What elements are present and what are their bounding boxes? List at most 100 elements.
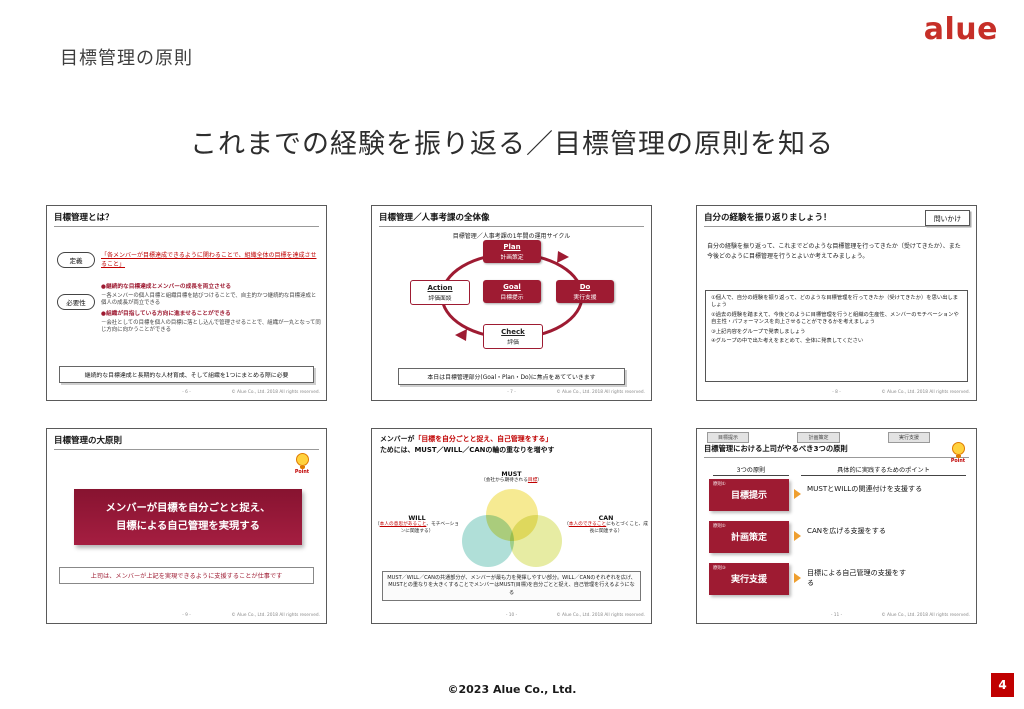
cycle-subtitle: 目標管理／人事考課の1年間の運用サイクル (452, 233, 571, 240)
can-label: CAN (598, 515, 614, 522)
list-item: ②過去の経験を踏まえて、今後どのように目標管理を行うと組織の生産性、メンバーのモ… (711, 311, 959, 326)
can-label-group: CAN （本人のできることにもとづくこと、成長に関連する） (563, 515, 649, 535)
list-item: ③上記内容をグループで発表しましょう (711, 328, 806, 335)
agenda-tab: 計画策定 (797, 432, 840, 443)
will-sub-pre: （ (374, 522, 380, 527)
slide-footer: - 10 - © Alue Co., Ltd. 2018 All rights … (378, 613, 645, 621)
slide-title: 目標管理の大原則 (54, 434, 319, 450)
title-red-part: 「目標を自分ごとと捉え、自己管理をする」 (414, 435, 553, 443)
slide-page-number: - 11 - (830, 613, 843, 618)
lightbulb-base-icon (299, 466, 305, 469)
do-box: Do 実行支援 (556, 280, 614, 303)
page-title: 目標管理の原則 (60, 48, 193, 69)
bullet-detail: －各メンバーの個人目標と組織目標を結びつけることで、自主的かつ継続的な目標達成と… (101, 292, 317, 306)
venn-summary-box: MUST／WILL／CANの共通部分が、メンバーが最も力を発揮しやすい部分。WI… (382, 571, 641, 602)
slide-footer: - 6 - © Alue Co., Ltd. 2018 All rights r… (53, 390, 320, 398)
must-label-group: MUST （会社から期待される目標） (372, 471, 651, 485)
principle-tag: 原則③ (713, 566, 726, 571)
will-sub-red: 本人の意思があること (379, 522, 427, 527)
must-will-can-venn (462, 489, 562, 567)
principle-point: CANを広げる支援をする (807, 526, 886, 535)
can-sublabel: （本人のできることにもとづくこと、成長に関連する） (563, 522, 649, 535)
can-sub-pre: （ (564, 522, 569, 527)
thumbnail-slide-11: 目標提示 計画策定 実行支援 目標管理における上司がやるべき3つの原則 Poin… (696, 428, 977, 624)
check-box: Check 評価 (483, 324, 543, 349)
necessity-label: 必要性 (57, 294, 95, 310)
thumbnail-slide-8: 自分の経験を振り返りましょう！ 問いかけ 自分の経験を振り返って、これまでどのよ… (696, 205, 977, 401)
list-item: ④グループの中で出た考えをまとめて、全体に発表してください (711, 338, 864, 345)
supervisor-note-box: 上司は、メンバーが上記を実現できるように支援することが仕事です (59, 567, 314, 584)
check-label-jp: 評価 (507, 340, 519, 346)
slide-page-number: - 6 - (182, 390, 191, 395)
main-heading: これまでの経験を振り返る／目標管理の原則を知る (190, 129, 834, 160)
goal-label: Goal (503, 283, 521, 291)
slide-footer: - 8 - © Alue Co., Ltd. 2018 All rights r… (703, 390, 970, 398)
arrow-icon (794, 531, 801, 541)
goal-label-jp: 目標提示 (500, 295, 524, 301)
do-label: Do (579, 283, 591, 291)
action-label: Action (427, 284, 453, 292)
can-sub-red: 本人のできること (568, 522, 607, 527)
principle-line-1: メンバーが目標を自分ごとと捉え、 (105, 501, 271, 514)
summary-box: 継続的な目標達成と長期的な人材育成、そして組織を1つにまとめる際に必要 (59, 366, 314, 383)
plan-label-jp: 計画策定 (500, 255, 524, 261)
necessity-bullets: ●継続的な目標達成とメンバーの成長を両立させる －各メンバーの個人目標と組織目標… (101, 284, 321, 335)
will-circle (462, 515, 514, 567)
point-badge: Point (946, 442, 970, 464)
column-header-principles: 3つの原則 (713, 465, 789, 476)
action-label-jp: 評価面談 (428, 296, 452, 302)
question-badge: 問いかけ (924, 210, 970, 226)
principle-row: 原則① 目標提示 MUSTとWILLの関連付けを支援する (709, 479, 970, 511)
slide-page-number: - 8 - (832, 390, 841, 395)
principle-name: 計画策定 (730, 533, 767, 543)
do-label-jp: 実行支援 (573, 295, 597, 301)
thumbnail-slide-6: 目標管理とは？ 定義 「各メンバーが目標達成できるように関わることで、組織全体の… (46, 205, 327, 401)
summary-box: 本日は目標管理部分(Goal・Plan・Do)に焦点をあてていきます (398, 368, 625, 385)
plan-label: Plan (503, 243, 521, 251)
arrow-icon (794, 573, 801, 583)
instruction-list-box: ①個人で、自分の経験を振り返って、どのような目標管理を行ってきたか（受けてきたか… (705, 290, 968, 382)
will-label-group: WILL （本人の意思があること、モチベーションに関連する） (374, 515, 460, 535)
slide-footer: - 9 - © Alue Co., Ltd. 2018 All rights r… (53, 613, 320, 621)
will-sublabel: （本人の意思があること、モチベーションに関連する） (374, 522, 460, 535)
plan-box: Plan 計画策定 (483, 240, 541, 263)
agenda-tab: 目標提示 (707, 432, 750, 443)
title-black-part: メンバーが (380, 435, 415, 443)
principle-row: 原則② 計画策定 CANを広げる支援をする (709, 521, 970, 553)
must-label: MUST (501, 471, 522, 478)
lightbulb-base-icon (955, 455, 961, 458)
slide-page-number: - 10 - (505, 613, 518, 618)
slide-title: 自分の経験を振り返りましょう！ (704, 213, 832, 223)
must-sub-red: 目標 (527, 478, 538, 483)
slide-footer: - 7 - © Alue Co., Ltd. 2018 All rights r… (378, 390, 645, 398)
principle-tag: 原則① (713, 482, 726, 487)
goal-box: Goal 目標提示 (483, 280, 541, 303)
point-badge: Point (290, 453, 314, 475)
slide-title: 目標管理における上司がやるべき3つの原則 (704, 444, 969, 458)
slide-copyright: © Alue Co., Ltd. 2018 All rights reserve… (881, 390, 970, 395)
principle-line-2: 目標による自己管理を実現する (116, 520, 260, 532)
point-label: Point (294, 470, 310, 475)
thumbnail-slide-9: 目標管理の大原則 Point メンバーが目標を自分ごとと捉え、 目標による自己管… (46, 428, 327, 624)
slide-copyright: © Alue Co., Ltd. 2018 All rights reserve… (556, 613, 645, 618)
will-sub-post: 、モチベーションに関連する） (400, 522, 460, 534)
slide-footer: - 11 - © Alue Co., Ltd. 2018 All rights … (703, 613, 970, 621)
lightbulb-icon (295, 453, 309, 466)
must-sublabel: （会社から期待される目標） (372, 478, 651, 485)
pdca-cycle-diagram: Plan 計画策定 Action 評価面談 Goal 目標提示 Do 実行支援 … (410, 240, 614, 352)
principle-box: 原則② 計画策定 (709, 521, 789, 553)
definition-label: 定義 (57, 252, 95, 268)
slide-title: 目標管理とは？ (54, 211, 319, 227)
principle-box: 原則① 目標提示 (709, 479, 789, 511)
check-label: Check (501, 328, 525, 336)
slide-copyright: © Alue Co., Ltd. 2018 All rights reserve… (881, 613, 970, 618)
page-number-badge: 4 (991, 673, 1014, 697)
principle-name: 実行支援 (730, 575, 767, 585)
must-sub-pre: （会社から期待される (481, 478, 528, 483)
reflection-intro: 自分の経験を振り返って、これまでどのような目標管理を行ってきたか（受けてきたか）… (707, 243, 961, 260)
slide-copyright: © Alue Co., Ltd. 2018 All rights reserve… (231, 613, 320, 618)
action-box: Action 評価面談 (410, 280, 470, 305)
thumbnail-slide-7: 目標管理／人事考課の全体像 目標管理／人事考課の1年間の運用サイクル Plan … (371, 205, 652, 401)
title-line-2: ためには、MUST／WILL／CANの輪の重なりを増やす (380, 445, 555, 454)
